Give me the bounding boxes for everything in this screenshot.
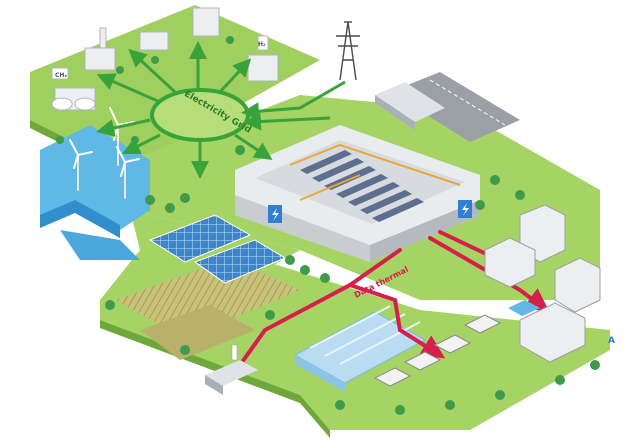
power-bolt-icon [268, 205, 282, 223]
farm-building [205, 344, 258, 395]
power-plants [51, 7, 279, 111]
trees [56, 36, 600, 415]
corner-mark: A [608, 336, 615, 346]
wind-turbine-icon [109, 107, 135, 166]
houses [373, 314, 502, 387]
crop-field [115, 258, 300, 338]
gas-plant [51, 67, 96, 111]
methane-tag: CH₄ [55, 72, 67, 79]
factory-building [139, 7, 279, 82]
wind-turbine-icon [116, 146, 140, 199]
grid-power-lines [96, 41, 346, 179]
data-center [235, 125, 480, 262]
plant-tags: CH₄ H₂ [55, 41, 266, 79]
greenhouse [293, 305, 427, 392]
hydrogen-tag: H₂ [258, 41, 266, 48]
warehouse [375, 82, 445, 130]
solar-farm [148, 214, 287, 284]
swimming-pool [508, 300, 540, 316]
hydrogen-tank-icon [257, 35, 269, 51]
electricity-grid-hub: Electricity Grid [150, 88, 253, 142]
highway [390, 72, 520, 142]
biogas-plant [84, 27, 116, 71]
town-buildings [484, 204, 601, 363]
transmission-pylon-icon [336, 21, 360, 81]
wind-turbines [69, 107, 140, 199]
crop-field [140, 305, 255, 360]
power-bolt-icon [458, 200, 472, 218]
wind-turbine-icon [69, 139, 93, 191]
